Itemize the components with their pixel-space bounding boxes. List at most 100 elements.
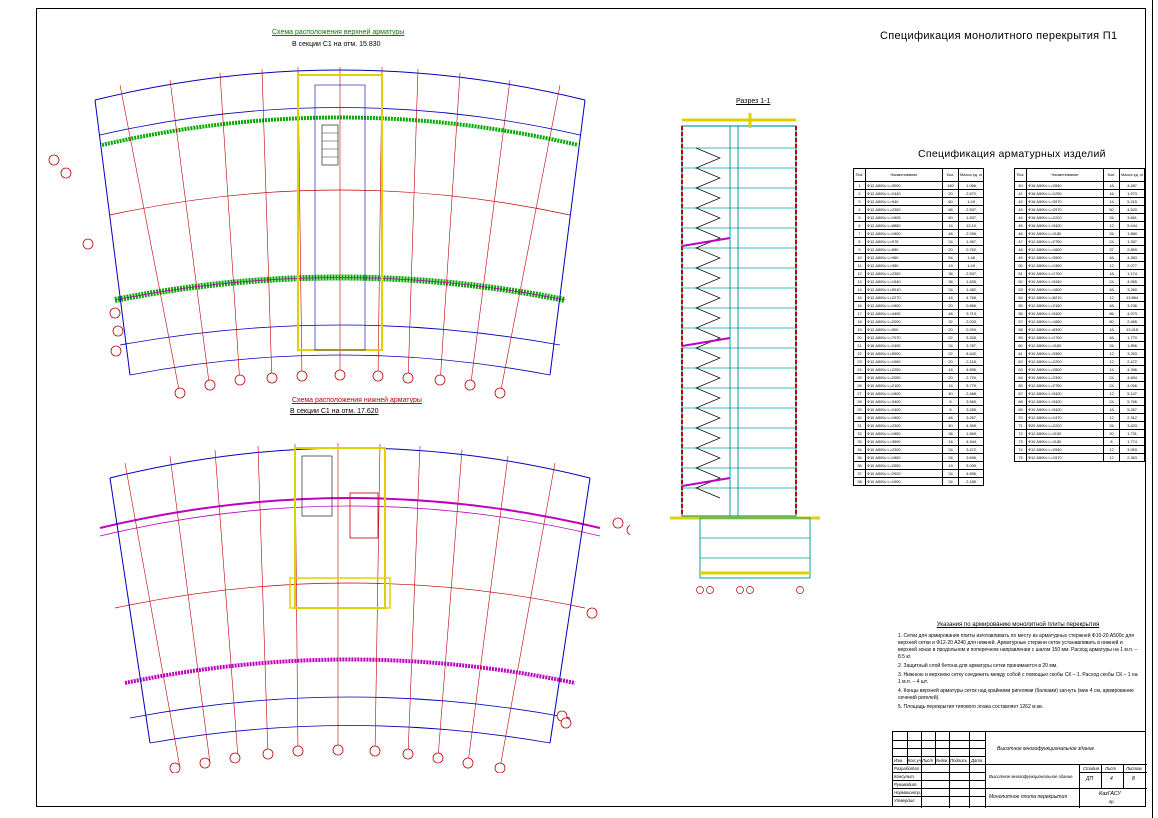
spec-pos: 37 (853, 469, 866, 478)
sheet-frame (36, 8, 1146, 807)
spec-pos: 31 (853, 421, 866, 430)
spec-name: Ф12 А500с L=4490 (865, 309, 943, 318)
spec-pos: 18 (853, 317, 866, 326)
spec-mass: 4.955 (1118, 277, 1146, 286)
spec-pos: 33 (853, 437, 866, 446)
spec-mass: 2.185 (957, 477, 985, 486)
spec-pos: 23 (853, 357, 866, 366)
spec-qty: 80 (1103, 317, 1120, 326)
spec-qty: 12 (1103, 389, 1120, 398)
spec-mass: 2.537 (957, 269, 985, 278)
reinforcement-notes: Указания по армированию монолитной плиты… (898, 622, 1138, 713)
organization: КазГАСУ (1099, 791, 1121, 797)
spec-qty: 40 (942, 389, 959, 398)
spec-pos: 7 (853, 229, 866, 238)
project-name: Высотное многофункциональное здание (997, 746, 1095, 752)
spec-mass: 3.787 (957, 341, 985, 350)
spec-mass: 1.770 (1118, 333, 1146, 342)
spec-pos: 22 (853, 349, 866, 358)
spec-qty: 50 (1103, 205, 1120, 214)
spec-qty: 24 (1103, 237, 1120, 246)
spec-name: Ф10 А500с L=2390 (1026, 373, 1104, 382)
spec-mass: 3.236 (1118, 301, 1146, 310)
spec-pos: 42 (1014, 197, 1027, 206)
spec-qty: 16 (942, 293, 959, 302)
spec-qty: 8 (1103, 437, 1120, 446)
spec-mass: 1.397 (1118, 237, 1146, 246)
spec-mass: 2.472 (1118, 357, 1146, 366)
spec-pos: 58 (1014, 325, 1027, 334)
spec-name: Ф10 А500с L=2550 (865, 461, 943, 470)
spec-pos: 4 (853, 205, 866, 214)
spec-name: Ф10 А500с L=2400 (865, 405, 943, 414)
spec-name: Ф10 А500с L=3590 (865, 437, 943, 446)
spec-pos: 14 (853, 285, 866, 294)
spec-qty: 66 (942, 205, 959, 214)
spec-name: Ф10 А500с L=5900 (865, 349, 943, 358)
spec-mass: 5.147 (1118, 389, 1146, 398)
spec-mass: 1.49 (957, 197, 985, 206)
spec-qty: 24 (942, 469, 959, 478)
sheet-value: 4 (1110, 776, 1113, 782)
spec-mass: 2.363 (1118, 453, 1146, 462)
spec-qty: 14 (1103, 197, 1120, 206)
spec-qty: 37 (1103, 245, 1120, 254)
spec-mass: 4.896 (957, 365, 985, 374)
spec-pos: 17 (853, 309, 866, 318)
spec-mass: 1.467 (957, 237, 985, 246)
spec-qty: 12 (1103, 293, 1120, 302)
spec-pos: 9 (853, 245, 866, 254)
spec-pos: 26 (853, 381, 866, 390)
spec-mass: 2.468 (957, 389, 985, 398)
spec-pos: 28 (853, 397, 866, 406)
spec-pos: 15 (853, 293, 866, 302)
note-item: 2. Защитный слой бетона для арматуры сет… (898, 663, 1058, 669)
spec-qty: 20 (942, 245, 959, 254)
spec-mass: 3.472 (957, 445, 985, 454)
spec-pos: 64 (1014, 373, 1027, 382)
spec-qty: 24 (942, 341, 959, 350)
spec-mass: 3.267 (957, 413, 985, 422)
spec-name: Ф10 А500с L=1700 (1026, 269, 1104, 278)
spec-qty: 20 (942, 301, 959, 310)
spec-qty: 12 (1103, 453, 1120, 462)
spec-mass: 2.859 (1118, 245, 1146, 254)
spec-mass: 4.944 (957, 437, 985, 446)
spec-qty: 48 (942, 309, 959, 318)
spec-name: Ф12 А500с L=1600 (865, 229, 943, 238)
spec-name: Ф10 А500с L=3400 (1026, 309, 1104, 318)
spec-name: Ф12 А500с L=2350 (865, 205, 943, 214)
spec-pos: 20 (853, 333, 866, 342)
spec-pos: 57 (1014, 317, 1027, 326)
spec-qty: 19 (942, 261, 959, 270)
spec-mass: 3.565 (957, 397, 985, 406)
spec-qty: 26 (1103, 229, 1120, 238)
note-item: 4. Концы верхней арматуры сеток над край… (898, 688, 1134, 701)
spec-name: Ф10 А500с L=3350 (1026, 349, 1104, 358)
spec-pos: 48 (1014, 245, 1027, 254)
spec-mass: 4.395 (957, 421, 985, 430)
spec-qty: 12 (1103, 349, 1120, 358)
col-sign: Подпись (950, 758, 968, 763)
spec-name: Ф12 А500с L=2750 (1026, 381, 1104, 390)
spec-mass: 4.896 (957, 469, 985, 478)
